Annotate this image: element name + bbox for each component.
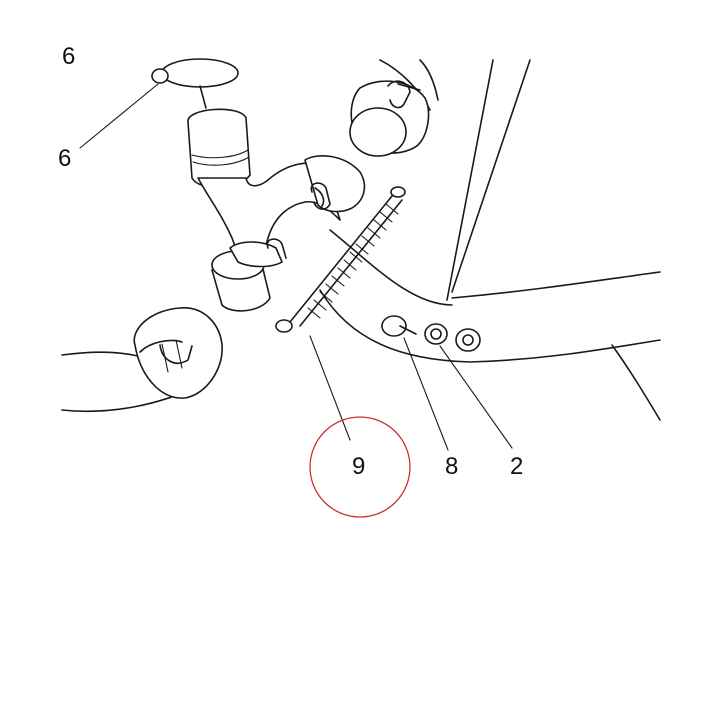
- leader-2: [439, 345, 513, 449]
- leader-8: [403, 337, 449, 451]
- leader-lines: [79, 83, 513, 451]
- bolt-head: [381, 315, 407, 337]
- callout-2: 2: [510, 453, 523, 480]
- frame-tubes: [319, 59, 661, 421]
- leader-9: [309, 335, 351, 441]
- tension-spring: [275, 186, 406, 333]
- callout-9: 9: [352, 453, 365, 480]
- upper-right-hose: [349, 59, 439, 157]
- highlight-circle: [309, 416, 411, 518]
- callout-8: 8: [445, 453, 458, 480]
- y-pipe-assembly: [151, 58, 366, 312]
- fasteners: [381, 315, 481, 352]
- left-lower-hose: [61, 307, 223, 413]
- callout-clipped-top: 6: [62, 43, 75, 70]
- leader-6: [79, 83, 159, 149]
- callout-6: 6: [58, 145, 71, 172]
